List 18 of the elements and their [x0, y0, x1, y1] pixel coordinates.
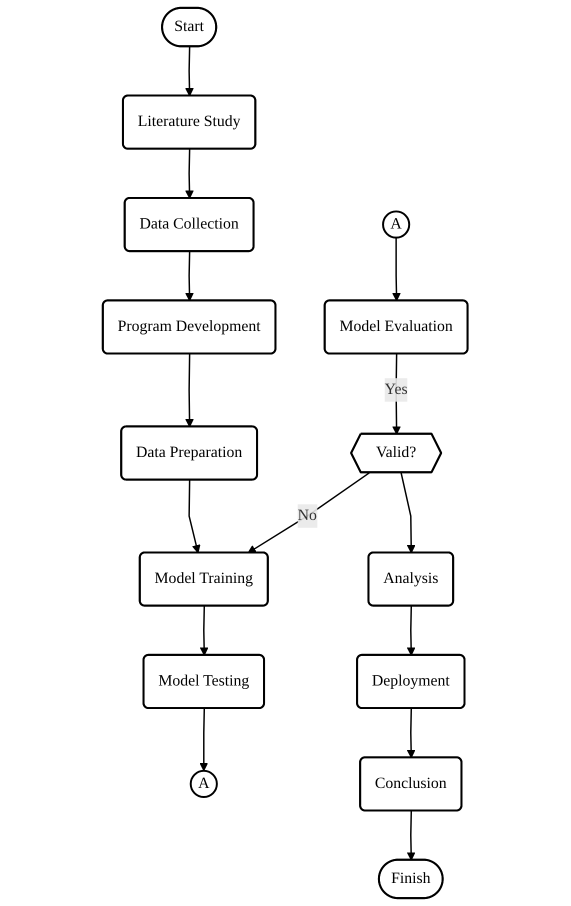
arrow: [185, 149, 194, 199]
arrow: [248, 472, 370, 554]
arrow: [407, 810, 416, 861]
arrow: [200, 708, 208, 772]
arrow: [400, 472, 416, 554]
node-circle: A: [382, 210, 410, 239]
arrow: [185, 252, 194, 302]
arrow: [407, 606, 416, 656]
node-circle: A: [190, 770, 218, 798]
arrow: [392, 238, 402, 302]
arrow: [185, 46, 194, 96]
arrow: [407, 708, 416, 758]
arrow: [185, 354, 194, 428]
edge-label: No: [298, 507, 318, 524]
arrow: [200, 606, 209, 656]
edge-label: Yes: [384, 381, 408, 398]
arrow: [188, 480, 201, 554]
arrow: [392, 354, 402, 435]
